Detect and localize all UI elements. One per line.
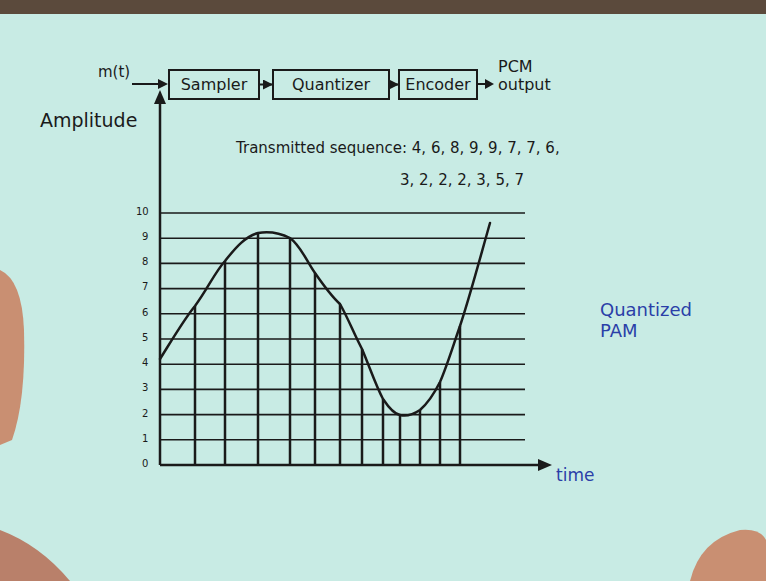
box-label: Quantizer: [292, 75, 370, 94]
box-label: Encoder: [405, 75, 470, 94]
signal-arrow: [390, 84, 398, 86]
level-number: 1: [142, 433, 148, 445]
hand: [0, 530, 70, 581]
hand: [0, 270, 24, 445]
axis-title: Amplitude: [40, 110, 137, 132]
sample-lines: [195, 233, 460, 465]
sequence-text: Transmitted sequence: 4, 6, 8, 9, 9, 7, …: [236, 140, 560, 157]
process-box: Sampler: [168, 69, 260, 100]
level-number: 7: [142, 281, 148, 293]
quantization-levels: [160, 213, 525, 440]
level-number: 9: [142, 231, 148, 243]
box-label: Sampler: [181, 75, 248, 94]
level-number: 2: [142, 408, 148, 420]
axis-title: time: [556, 466, 594, 486]
hand: [690, 530, 766, 581]
level-number: 5: [142, 332, 148, 344]
level-number: 0: [142, 458, 148, 470]
process-box: Encoder: [398, 69, 478, 100]
level-number: 6: [142, 307, 148, 319]
process-box: Quantizer: [272, 69, 390, 100]
message-curve: [160, 223, 490, 416]
input-signal: m(t): [98, 64, 130, 81]
level-number: 10: [136, 206, 149, 218]
output-label: PCM output: [498, 58, 568, 95]
level-number: 8: [142, 256, 148, 268]
level-number: 4: [142, 357, 148, 369]
photo-edge: [0, 0, 766, 14]
sequence-text: 3, 2, 2, 2, 3, 5, 7: [400, 172, 524, 189]
level-number: 3: [142, 382, 148, 394]
plot-caption: Quantized PAM: [600, 300, 700, 341]
signal-arrow: [260, 84, 272, 86]
